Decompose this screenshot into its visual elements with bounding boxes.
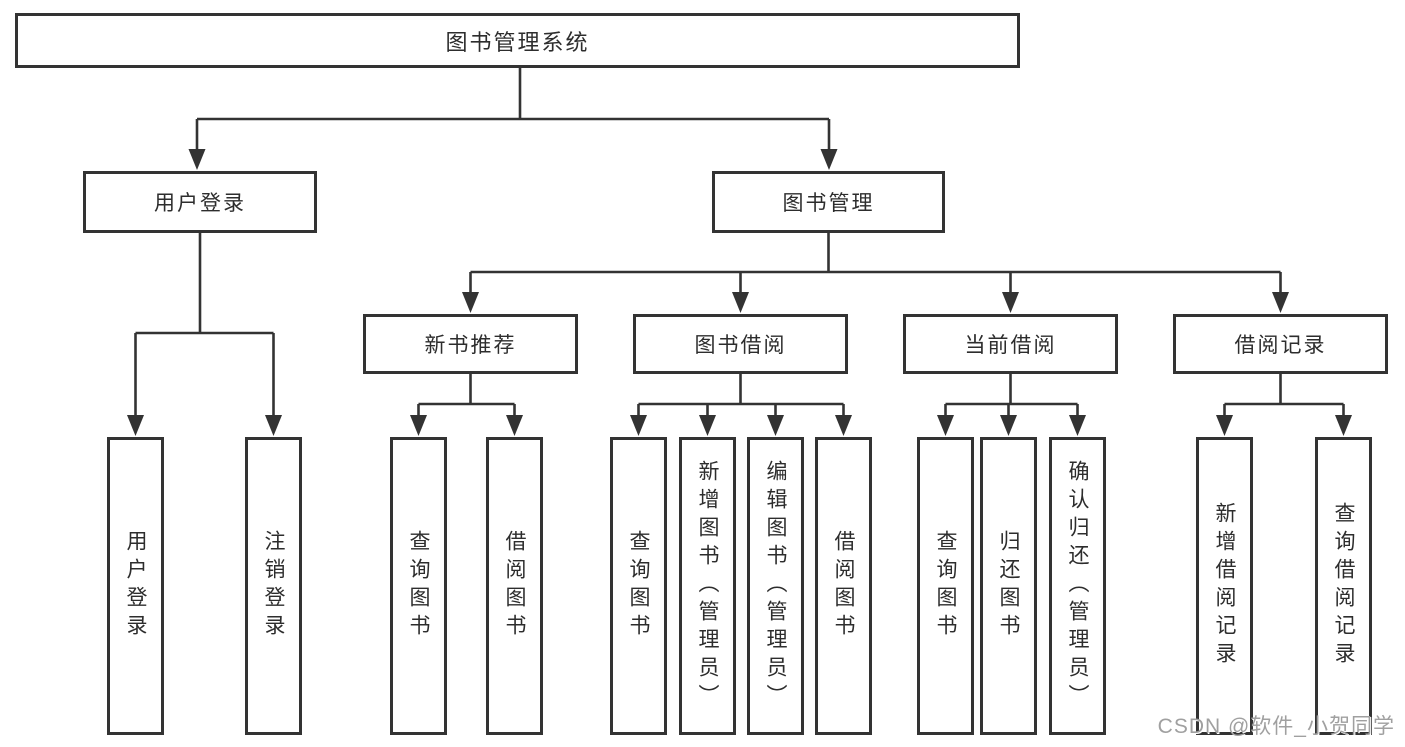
leaf-cb-query-books: 查询图书 — [917, 437, 974, 735]
leaf-br-query-record: 查询借阅记录 — [1315, 437, 1372, 735]
node-current-borrow-label: 当前借阅 — [964, 334, 1057, 357]
arrowheads-level2 — [188, 149, 838, 170]
arrowheads-book-borrow-leaves — [630, 415, 852, 436]
leaf-bb-add-books-admin-label: 新增图书（管理员） — [696, 460, 719, 712]
node-user-login-label: 用户登录 — [154, 192, 246, 215]
leaf-bb-query-books: 查询图书 — [610, 437, 667, 735]
leaf-nb-query-books: 查询图书 — [390, 437, 447, 735]
node-new-book-recommend-label: 新书推荐 — [424, 334, 517, 357]
leaf-cb-confirm-return-admin-label: 确认归还（管理员） — [1066, 460, 1089, 712]
leaf-cb-confirm-return-admin: 确认归还（管理员） — [1049, 437, 1106, 735]
node-borrow-records-label: 借阅记录 — [1234, 334, 1327, 357]
connector-records-to-leaves — [1223, 374, 1345, 417]
connector-book-borrow-to-leaves — [637, 374, 845, 417]
node-book-borrow: 图书借阅 — [633, 314, 848, 374]
leaf-bb-borrow-books: 借阅图书 — [815, 437, 872, 735]
arrowheads-records-leaves — [1216, 415, 1352, 436]
node-root-label: 图书管理系统 — [445, 29, 590, 55]
node-new-book-recommend: 新书推荐 — [363, 314, 578, 374]
watermark: CSDN @软件_小贺同学 — [1157, 715, 1395, 738]
leaf-nb-borrow-books-label: 借阅图书 — [503, 530, 526, 642]
leaf-bb-query-books-label: 查询图书 — [627, 530, 650, 642]
leaf-bb-borrow-books-label: 借阅图书 — [832, 530, 855, 642]
leaf-logout: 注销登录 — [245, 437, 302, 735]
node-book-management-label: 图书管理 — [782, 192, 875, 215]
connector-book-mgmt-to-level3 — [469, 233, 1282, 294]
connector-user-login-to-leaves — [134, 233, 275, 417]
arrowheads-level3 — [462, 292, 1289, 313]
leaf-logout-label: 注销登录 — [262, 530, 285, 642]
leaf-nb-query-books-label: 查询图书 — [407, 530, 430, 642]
connector-new-book-to-leaves — [417, 374, 516, 417]
node-root: 图书管理系统 — [15, 13, 1020, 68]
arrowheads-current-borrow-leaves — [937, 415, 1086, 436]
node-user-login: 用户登录 — [83, 171, 317, 233]
leaf-nb-borrow-books: 借阅图书 — [486, 437, 543, 735]
node-book-borrow-label: 图书借阅 — [694, 334, 787, 357]
leaf-bb-edit-books-admin: 编辑图书（管理员） — [747, 437, 804, 735]
leaf-cb-return-books-label: 归还图书 — [997, 530, 1020, 642]
leaf-br-add-record: 新增借阅记录 — [1196, 437, 1253, 735]
leaf-br-query-record-label: 查询借阅记录 — [1332, 502, 1355, 670]
leaf-user-login-label: 用户登录 — [124, 530, 147, 642]
connector-root-to-level2 — [195, 68, 831, 151]
leaf-cb-query-books-label: 查询图书 — [934, 530, 957, 642]
arrowheads-new-book-leaves — [410, 415, 523, 436]
node-book-management: 图书管理 — [712, 171, 945, 233]
arrowheads-user-login-leaves — [127, 415, 282, 436]
leaf-user-login: 用户登录 — [107, 437, 164, 735]
connector-current-borrow-to-leaves — [944, 374, 1079, 417]
node-borrow-records: 借阅记录 — [1173, 314, 1388, 374]
leaf-bb-edit-books-admin-label: 编辑图书（管理员） — [764, 460, 787, 712]
leaf-br-add-record-label: 新增借阅记录 — [1213, 502, 1236, 670]
leaf-cb-return-books: 归还图书 — [980, 437, 1037, 735]
leaf-bb-add-books-admin: 新增图书（管理员） — [679, 437, 736, 735]
node-current-borrow: 当前借阅 — [903, 314, 1118, 374]
